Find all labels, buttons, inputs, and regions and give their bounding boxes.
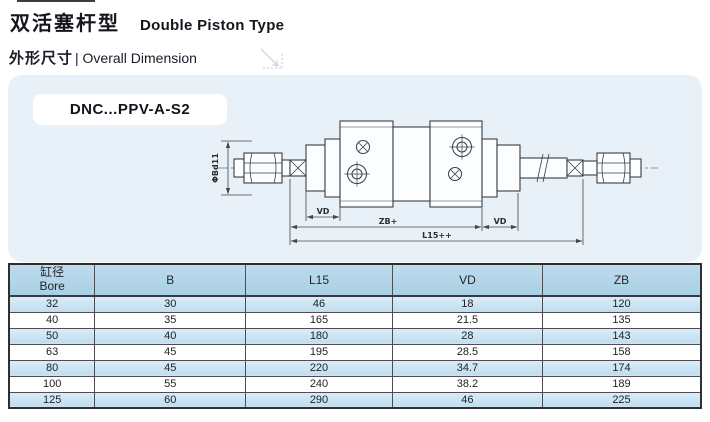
table-header-row: 缸径 Bore B L15 VD ZB [8, 263, 702, 297]
table-cell: 46 [245, 295, 393, 313]
table-cell: 50 [8, 327, 96, 345]
table-cell: 28.5 [391, 343, 544, 361]
dim-label-vd-right: VD [494, 217, 507, 226]
page-title: 双活塞杆型 Double Piston Type [10, 7, 284, 36]
table-cell: 180 [245, 327, 393, 345]
column-header-bore: 缸径 Bore [8, 263, 96, 297]
left-flange [324, 138, 341, 198]
column-header-zb: ZB [542, 263, 702, 297]
title-english: Double Piston Type [140, 17, 285, 34]
table-cell: 120 [542, 295, 702, 313]
table-cell: 21.5 [391, 311, 544, 329]
column-header-vd: VD [391, 263, 544, 297]
table-cell: 18 [391, 295, 544, 313]
dim-label-vd-left: VD [317, 207, 330, 216]
cylinder-technical-drawing: ΦBd11 VD ZB+ VD L15++ [211, 120, 658, 245]
table-cell: 46 [391, 391, 544, 409]
table-cell: 34.7 [391, 359, 544, 377]
bore-header-en: Bore [39, 279, 65, 293]
table-cell: 55 [94, 375, 247, 393]
table-cell: 40 [94, 327, 247, 345]
right-rod-stub [582, 160, 598, 176]
table-cell: 290 [245, 391, 393, 409]
corner-arrow-icon [260, 48, 283, 69]
column-header-l15: L15 [245, 263, 393, 297]
table-cell: 40 [8, 311, 96, 329]
right-piston-rod [519, 157, 568, 179]
right-rod-tip [629, 158, 642, 178]
table-cell: 220 [245, 359, 393, 377]
table-cell: 35 [94, 311, 247, 329]
table-cell: 38.2 [391, 375, 544, 393]
dimension-lines [221, 140, 584, 245]
dimension-labels: ΦBd11 VD ZB+ VD L15++ [211, 153, 507, 240]
bore-header-cn: 缸径 [40, 265, 65, 280]
table-cell: 45 [94, 359, 247, 377]
barrel [392, 126, 431, 202]
left-rod-tip [233, 158, 245, 178]
cap-details [344, 134, 475, 187]
right-bearing-collar [496, 144, 521, 192]
table-cell: 143 [542, 327, 702, 345]
table-cell: 240 [245, 375, 393, 393]
table-cell: 135 [542, 311, 702, 329]
right-end-cap [429, 120, 483, 208]
rod-break-lines [536, 153, 550, 183]
table-cell: 100 [8, 375, 96, 393]
dim-label-rod-diameter: ΦBd11 [211, 153, 220, 183]
cylinder-body [233, 120, 642, 208]
table-cell: 32 [8, 295, 96, 313]
page-edge-artifact [17, 0, 95, 2]
table-cell: 80 [8, 359, 96, 377]
dim-label-l15: L15++ [422, 231, 452, 240]
subtitle-english: | Overall Dimension [75, 50, 197, 66]
table-cell: 158 [542, 343, 702, 361]
table-cell: 45 [94, 343, 247, 361]
table-cell: 60 [94, 391, 247, 409]
table-cell: 195 [245, 343, 393, 361]
table-cell: 63 [8, 343, 96, 361]
table-cell: 125 [8, 391, 96, 409]
table-cell: 30 [94, 295, 247, 313]
subtitle-chinese: 外形尺寸 [9, 50, 74, 67]
dimension-drawing-panel: DNC...PPV-A-S2 [8, 75, 702, 262]
title-chinese: 双活塞杆型 [10, 13, 120, 35]
column-header-b: B [94, 263, 247, 297]
left-cushion-screw-icon [356, 140, 370, 154]
dim-label-zb: ZB+ [379, 217, 398, 226]
table-cell: 28 [391, 327, 544, 345]
table-cell: 174 [542, 359, 702, 377]
right-cushion-screw-icon [448, 167, 462, 181]
table-cell: 189 [542, 375, 702, 393]
left-bearing-collar [305, 144, 326, 192]
right-flange [481, 138, 498, 198]
left-washer [281, 159, 291, 177]
left-end-cap [339, 120, 394, 208]
table-cell: 165 [245, 311, 393, 329]
model-badge: DNC...PPV-A-S2 [33, 94, 227, 125]
table-cell: 225 [542, 391, 702, 409]
section-subtitle: 外形尺寸 | Overall Dimension [9, 47, 197, 68]
